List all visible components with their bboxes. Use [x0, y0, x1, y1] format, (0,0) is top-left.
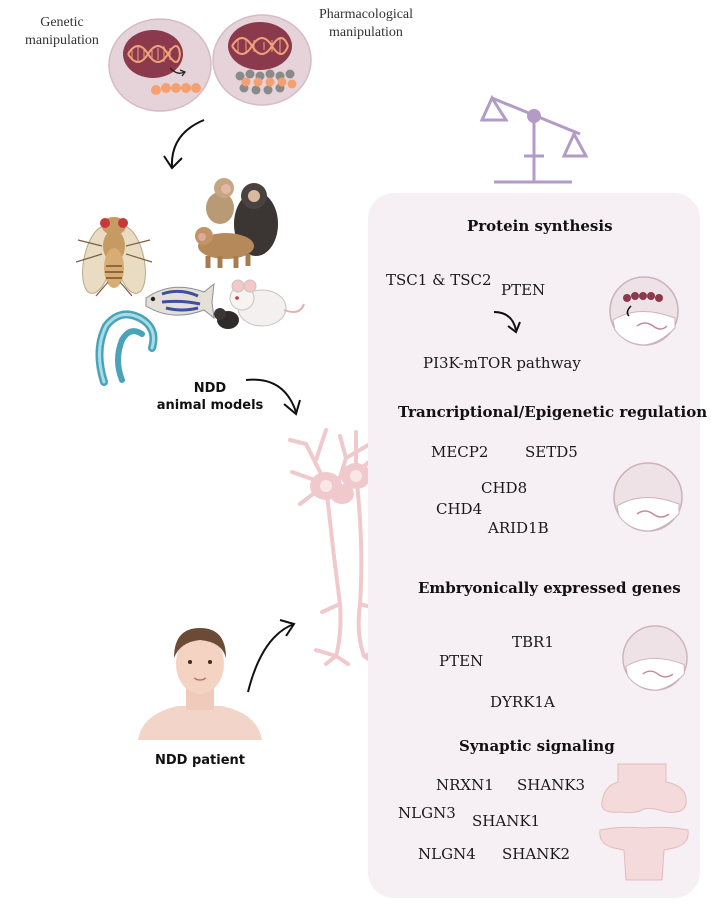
gene-label: PI3K-mTOR pathway	[423, 354, 581, 372]
genetic-manipulation-label: Genetic manipulation	[25, 15, 99, 48]
worm-icon	[95, 310, 158, 386]
gene-label: TBR1	[512, 633, 554, 651]
transcriptional-regulation-title: Trancriptional/Epigenetic regulation	[398, 403, 708, 421]
gene-label: TSC1 & TSC2	[386, 271, 492, 289]
curved-arrow-icon	[163, 119, 205, 170]
gene-label: SETD5	[525, 443, 578, 461]
gene-label: NLGN3	[398, 804, 456, 822]
gene-label: SHANK2	[502, 845, 571, 863]
curved-arrow-icon	[247, 619, 296, 693]
gene-label: PTEN	[439, 652, 484, 670]
balance-scale-icon	[479, 94, 589, 184]
synaptic-signaling-title: Synaptic signaling	[459, 737, 615, 755]
gene-label: NRXN1	[436, 776, 494, 794]
monkey-icon	[195, 178, 278, 268]
animal-models-label: NDD animal models	[156, 381, 264, 413]
gene-label: CHD4	[436, 500, 483, 518]
synapse-icon	[599, 763, 689, 881]
neuron-icon	[288, 428, 408, 666]
gene-label: PTEN	[501, 281, 546, 299]
gene-label: DYRK1A	[490, 693, 555, 711]
pharmacological-manipulation-label: Pharmacological manipulation	[318, 7, 414, 40]
gene-label: SHANK3	[517, 776, 586, 794]
gene-label: ARID1B	[488, 519, 549, 537]
fly-icon	[75, 217, 153, 297]
protein-synthesis-title: Protein synthesis	[467, 217, 613, 235]
ribosome-circle-icon	[622, 625, 688, 691]
zebrafish-icon	[145, 282, 215, 320]
gene-label: SHANK1	[472, 812, 541, 830]
patient-icon	[138, 628, 262, 740]
ribosome-circle-icon	[609, 276, 679, 346]
patient-label: NDD patient	[154, 753, 246, 768]
embryonic-genes-title: Embryonically expressed genes	[418, 579, 681, 597]
gene-label: NLGN4	[418, 845, 476, 863]
curved-arrow-icon	[493, 311, 521, 334]
ribosome-circle-icon	[613, 462, 683, 532]
cell-genetic-icon	[108, 18, 212, 112]
curved-arrow-icon	[245, 378, 301, 416]
gene-label: CHD8	[481, 479, 528, 497]
cell-pharmacological-icon	[212, 14, 312, 106]
gene-label: MECP2	[431, 443, 489, 461]
mouse-icon	[214, 279, 305, 329]
